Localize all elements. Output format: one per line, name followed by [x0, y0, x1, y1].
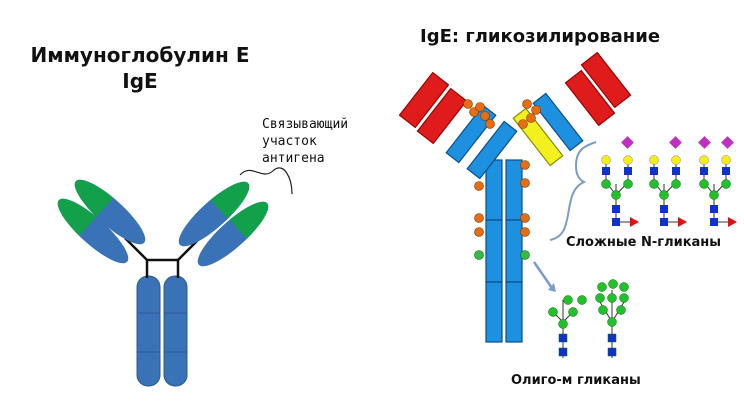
- complex-glycan-brace: [549, 141, 597, 241]
- complex-glycans-label: Сложные N-гликаны: [566, 235, 722, 250]
- binding-site-label: Связывающий участок антигена: [262, 116, 348, 167]
- oligomannose-glycan-2: [595, 279, 629, 358]
- fab-arm-left: [74, 179, 146, 245]
- right-title: IgE: гликозилирование: [420, 26, 661, 47]
- binding-site-label-line1: Связывающий: [262, 117, 349, 132]
- oligomannose-glycan-1: [548, 295, 587, 358]
- complex-n-glycan-1: [601, 136, 639, 227]
- ige-left-arm: [398, 71, 518, 180]
- complex-n-glycan-2: [649, 136, 687, 227]
- left-title: Иммуноглобулин Е IgE: [8, 42, 272, 94]
- ige-right-arm: [512, 51, 632, 167]
- binding-site-label-line2: участок: [262, 134, 317, 149]
- glycosylation-sites: [463, 99, 541, 260]
- complex-n-glycan-3: [698, 136, 737, 227]
- left-title-line1: Иммуноглобулин Е: [30, 43, 250, 67]
- binding-site-pointer: [239, 167, 293, 195]
- oligomannose-glycans-label: Олиго-м гликаны: [511, 373, 641, 388]
- left-title-line2: IgE: [122, 69, 158, 93]
- heavy-chain-stem-right: [163, 275, 188, 387]
- oligo-arrow: [532, 261, 554, 289]
- binding-site-label-line3: антигена: [262, 151, 325, 166]
- heavy-chain-stem-left: [136, 275, 161, 387]
- fab-arm-right: [178, 181, 250, 247]
